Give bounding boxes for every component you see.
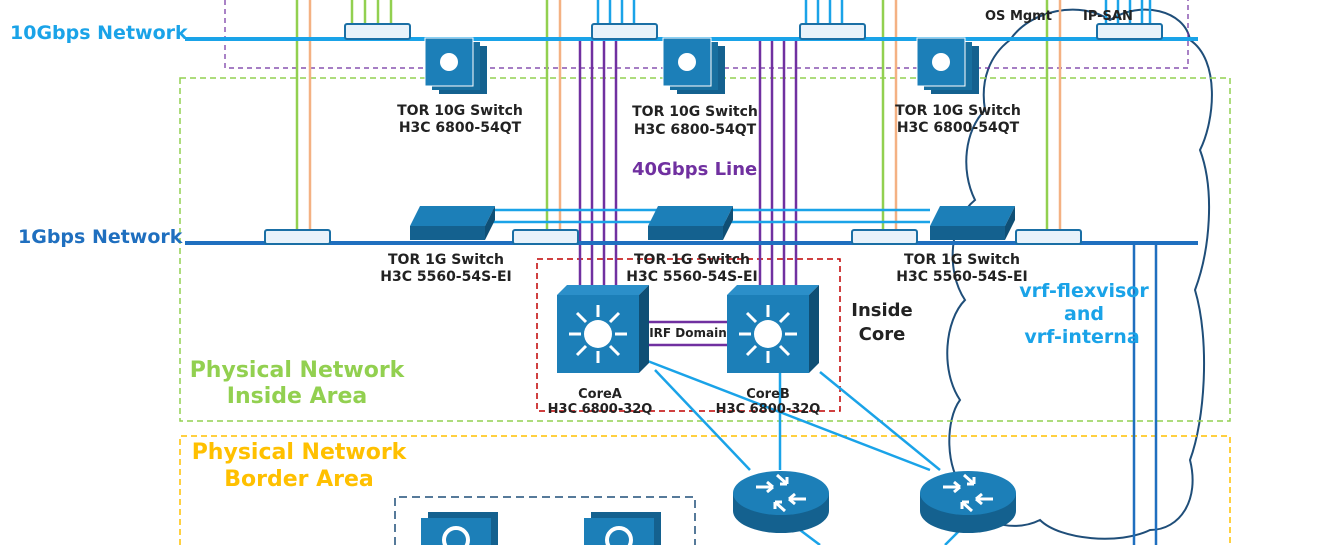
forty-g-line-label: 40Gbps Line (632, 159, 757, 180)
tor10-2-name: TOR 10G Switch (632, 104, 758, 120)
core-a-name: CoreA (578, 387, 622, 402)
tor1-switch-3 (930, 206, 1015, 240)
ten-g-network-label: 10Gbps Network (10, 22, 188, 44)
tor10-3-name: TOR 10G Switch (895, 103, 1021, 119)
border-area-label-1: Physical Network (192, 440, 408, 465)
tor10-1-name: TOR 10G Switch (397, 103, 523, 119)
tor1-3-name: TOR 1G Switch (904, 252, 1020, 268)
core-b-model: H3C 6800-32Q (716, 402, 821, 417)
vrf-label-3: vrf-interna (1024, 326, 1139, 348)
tor10-1-model: H3C 6800-54QT (399, 120, 522, 136)
core-b-name: CoreB (746, 387, 790, 402)
tor1-2-model: H3C 5560-54S-EI (626, 269, 758, 285)
tor1-1-name: TOR 1G Switch (388, 252, 504, 268)
vrf-label-2: and (1064, 303, 1104, 325)
one-g-network-label: 1Gbps Network (18, 226, 183, 248)
core-a-switch (557, 285, 649, 373)
tor1-switch-1 (410, 206, 495, 240)
border-area-label-2: Border Area (224, 467, 374, 492)
tor10-switch-1 (424, 37, 487, 94)
inside-core-box (536, 258, 841, 412)
tor10-2-model: H3C 6800-54QT (634, 122, 757, 138)
top-servers (344, 23, 1163, 40)
inside-core-label-1: Inside (851, 300, 913, 321)
firewall-2 (584, 512, 661, 545)
inside-core-label-2: Core (859, 324, 906, 345)
tor10-switch-3 (916, 37, 979, 94)
firewall-group-box (394, 496, 696, 545)
os-mgmt-label: OS Mgmt (985, 9, 1052, 24)
border-area-box (179, 435, 1231, 545)
tor10-switch-2 (662, 37, 725, 94)
tor1-3-model: H3C 5560-54S-EI (896, 269, 1028, 285)
inside-area-label-1: Physical Network (190, 358, 406, 383)
router-2 (918, 469, 1018, 535)
router-1 (731, 469, 831, 535)
one-g-servers (264, 229, 1082, 245)
firewall-1 (421, 512, 498, 545)
tor1-switch-2 (648, 206, 733, 240)
core-b-switch (727, 285, 819, 373)
ip-san-label: IP-SAN (1083, 9, 1133, 24)
forty-g-lines (578, 40, 798, 347)
inside-area-label-2: Inside Area (227, 384, 367, 409)
tor10-3-model: H3C 6800-54QT (897, 120, 1020, 136)
tor1-2-name: TOR 1G Switch (634, 252, 750, 268)
vrf-label-1: vrf-flexvisor (1019, 280, 1149, 302)
irf-domain-label: IRF Domain (649, 326, 727, 340)
core-a-model: H3C 6800-32Q (548, 402, 653, 417)
core-router-links (644, 358, 961, 545)
blue-verticals (596, 0, 1158, 545)
tor1-1-model: H3C 5560-54S-EI (380, 269, 512, 285)
